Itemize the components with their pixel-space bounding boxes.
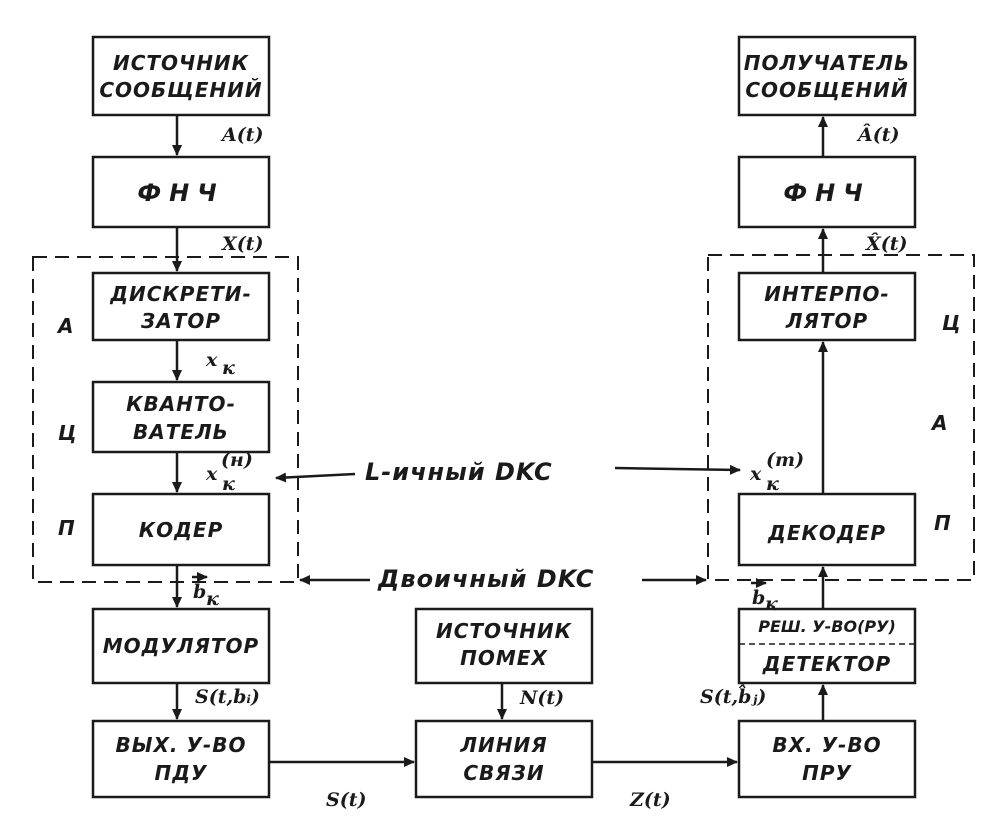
receiver-label-1: ПОЛУЧАТЕЛЬ [744,51,911,75]
rx-input-block: ВХ. У-ВО ПРУ [737,719,917,799]
svg-text:x: x [205,349,218,371]
coder-label: КОДЕР [139,518,223,542]
svg-text:x: x [749,463,762,485]
sampler-block: ДИСКРЕТИ- ЗАТОР [91,271,271,342]
rx-input-label-1: ВХ. У-ВО [772,733,881,757]
sampler-label-1: ДИСКРЕТИ- [109,282,252,306]
signal-x-k-n: x к (н) [205,449,253,495]
signal-a-t: A(t) [220,124,264,146]
svg-text:b: b [752,587,765,609]
side-label-right-c: Ц [942,311,961,335]
signal-s-t: S(t) [326,789,366,811]
lpf-left-block: ФНЧ [91,155,271,229]
svg-text:(н): (н) [221,449,253,471]
decoder-block: ДЕКОДЕР [737,492,917,567]
decision-detector-block: РЕШ. У-ВО(РУ) ДЕТЕКТОР [737,607,917,685]
source-label-1: ИСТОЧНИК [113,51,250,75]
line-label-2: СВЯЗИ [463,761,544,785]
adc-dashed-frame [32,256,299,583]
modulator-label: МОДУЛЯТОР [103,634,259,658]
quantizer-label-2: ВАТЕЛЬ [133,420,229,444]
side-label-right-a: А [930,411,947,435]
signal-x-k: x к [205,349,235,379]
quantizer-block: КВАНТО- ВАТЕЛЬ [91,380,271,454]
svg-text:b: b [193,581,206,603]
decoder-label: ДЕКОДЕР [767,521,886,545]
svg-text:к: к [766,473,779,495]
signal-x-hat-t: X̂(t) [865,233,908,255]
noise-source-label-2: ПОМЕХ [460,646,548,670]
quantizer-label-1: КВАНТО- [126,392,236,416]
arrow-l-ary-left [275,472,356,483]
tx-output-label-2: ПДУ [155,761,209,785]
dac-dashed-frame [707,254,975,581]
svg-text:к: к [765,593,778,615]
signal-s-t-bi: S(t,bᵢ) [195,686,260,708]
lpf-left-label: ФНЧ [137,179,224,207]
noise-source-label-1: ИСТОЧНИК [436,619,573,643]
channel-l-ary-label: L-ичный DKC [365,458,553,486]
modulator-block: МОДУЛЯТОР [91,607,271,685]
source-block: ИСТОЧНИК СООБЩЕНИЙ [91,35,271,117]
line-label-1: ЛИНИЯ [459,733,547,757]
interpolator-block: ИНТЕРПО- ЛЯТОР [737,271,917,342]
svg-text:x: x [205,463,218,485]
side-label-left-p: П [58,516,75,540]
side-label-left-a: А [56,314,73,338]
signal-b-k-right: b к [751,578,778,615]
signal-a-hat-t: Â(t) [856,123,900,146]
coder-block: КОДЕР [91,492,271,567]
svg-text:к: к [206,588,219,610]
rx-input-label-2: ПРУ [802,761,852,785]
side-label-right-p: П [934,511,951,535]
tx-output-block: ВЫХ. У-ВО ПДУ [91,719,271,799]
noise-source-block: ИСТОЧНИК ПОМЕХ [414,607,594,685]
signal-b-k-left: b к [192,572,219,610]
lpf-right-label: ФНЧ [783,179,870,207]
svg-text:к: к [222,357,235,379]
decision-label: РЕШ. У-ВО(РУ) [758,617,896,636]
arrow-l-ary-right [614,464,741,475]
signal-s-t-bj: S(t,b̂ⱼ) [700,684,766,708]
line-block: ЛИНИЯ СВЯЗИ [414,719,594,799]
receiver-block: ПОЛУЧАТЕЛЬ СООБЩЕНИЙ [737,35,917,117]
detector-label: ДЕТЕКТОР [762,652,891,676]
receiver-label-2: СООБЩЕНИЙ [745,78,908,102]
interpolator-label-1: ИНТЕРПО- [764,282,889,306]
sampler-label-2: ЗАТОР [140,309,221,333]
signal-x-t: X(t) [221,233,264,255]
signal-n-t: N(t) [519,687,564,709]
channel-binary-label: Двоичный DKC [377,565,594,593]
signal-x-k-m: x к (m) [749,449,804,495]
svg-text:(m): (m) [766,449,804,471]
svg-text:к: к [222,473,235,495]
interpolator-label-2: ЛЯТОР [785,309,868,333]
signal-z-t: Z(t) [629,789,671,811]
lpf-right-block: ФНЧ [737,155,917,229]
side-label-left-c: Ц [58,421,77,445]
tx-output-label-1: ВЫХ. У-ВО [116,733,247,757]
source-label-2: СООБЩЕНИЙ [99,78,262,102]
